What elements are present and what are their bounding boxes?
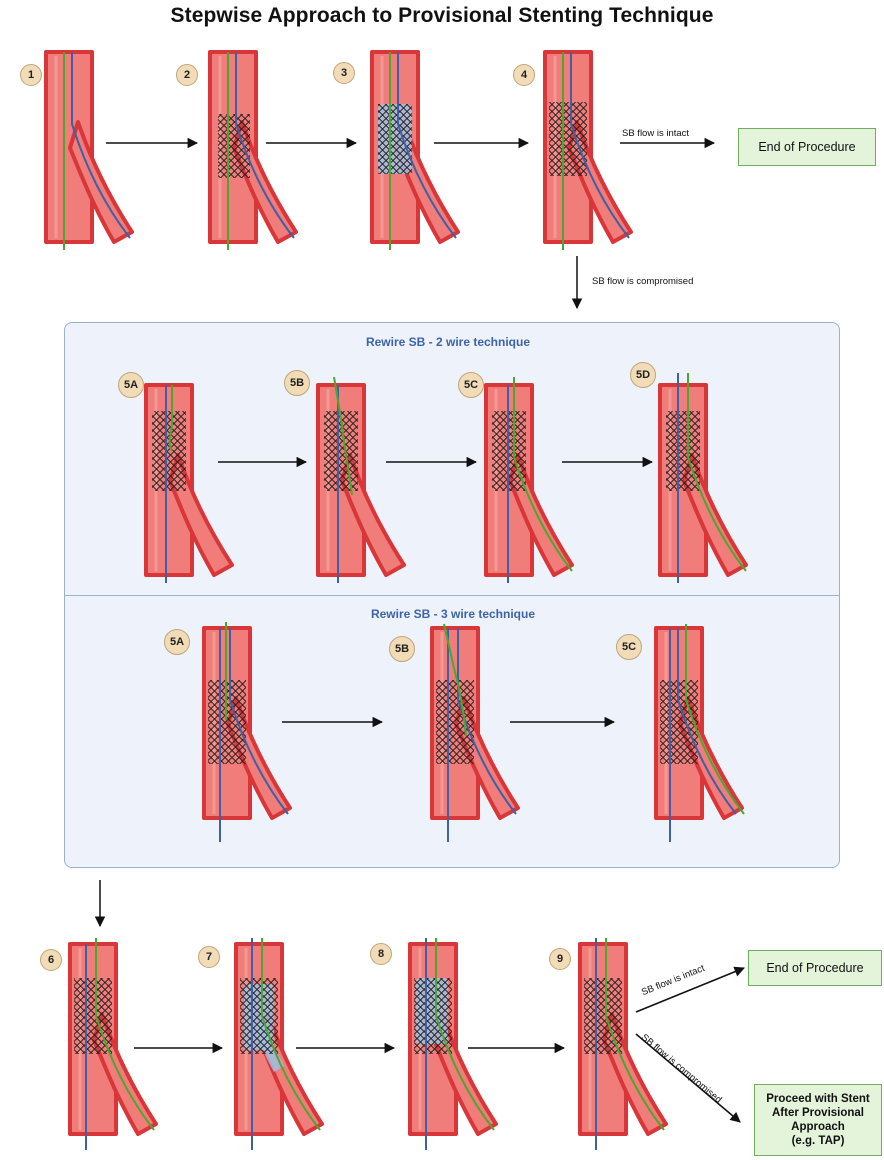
vessel-step-3 <box>372 52 458 250</box>
stent-mesh <box>549 102 587 176</box>
vessel-step-4 <box>545 52 631 250</box>
flow-label-intact-top: SB flow is intact <box>622 128 689 139</box>
step-badge-5b-three-wire: 5B <box>389 636 415 662</box>
stent-mesh <box>436 680 474 764</box>
step-badge-8: 8 <box>370 943 392 965</box>
step-badge-1: 1 <box>20 64 42 86</box>
proceed-with-stent-box: Proceed with Stent After Provisional App… <box>754 1084 882 1156</box>
vessel-step-5a-three-wire <box>204 622 290 842</box>
vessel-step-5b-three-wire <box>432 624 518 842</box>
proceed-line-3: Approach <box>791 1120 845 1134</box>
step-badge-4: 4 <box>513 64 535 86</box>
step-badge-9: 9 <box>549 948 571 970</box>
vessel-step-5b-two-wire <box>318 377 404 583</box>
proceed-line-2: After Provisional <box>772 1106 864 1120</box>
vessel-step-5c-three-wire <box>656 624 744 842</box>
step-badge-5a-two-wire: 5A <box>118 372 144 398</box>
vessel-step-2 <box>210 52 296 250</box>
step-badge-5c-two-wire: 5C <box>458 372 484 398</box>
flow-label-compromised-top: SB flow is compromised <box>592 276 693 287</box>
vessel-step-5a-two-wire <box>146 385 232 583</box>
stent-mesh <box>218 114 250 178</box>
vessel-step-6 <box>70 938 156 1150</box>
step-badge-7: 7 <box>198 946 220 968</box>
proceed-line-1: Proceed with Stent <box>766 1092 870 1106</box>
vessel-step-7 <box>236 938 322 1150</box>
step-badge-5c-three-wire: 5C <box>616 634 642 660</box>
stent-mesh <box>152 411 186 491</box>
end-of-procedure-box-bottom: End of Procedure <box>748 950 882 986</box>
vessel-step-8 <box>410 938 496 1150</box>
step-badge-5d-two-wire: 5D <box>630 362 656 388</box>
vessel-step-5c-two-wire <box>486 377 572 583</box>
stent-mesh <box>378 104 412 174</box>
vessel-step-1 <box>46 52 132 250</box>
step-badge-2: 2 <box>176 64 198 86</box>
step-badge-3: 3 <box>333 62 355 84</box>
step-badge-6: 6 <box>40 949 62 971</box>
step-badge-5b-two-wire: 5B <box>284 370 310 396</box>
vessel-step-5d-two-wire <box>660 373 746 583</box>
step-badge-5a-three-wire: 5A <box>164 629 190 655</box>
proceed-line-4: (e.g. TAP) <box>792 1134 845 1148</box>
end-of-procedure-box-top: End of Procedure <box>738 128 876 166</box>
